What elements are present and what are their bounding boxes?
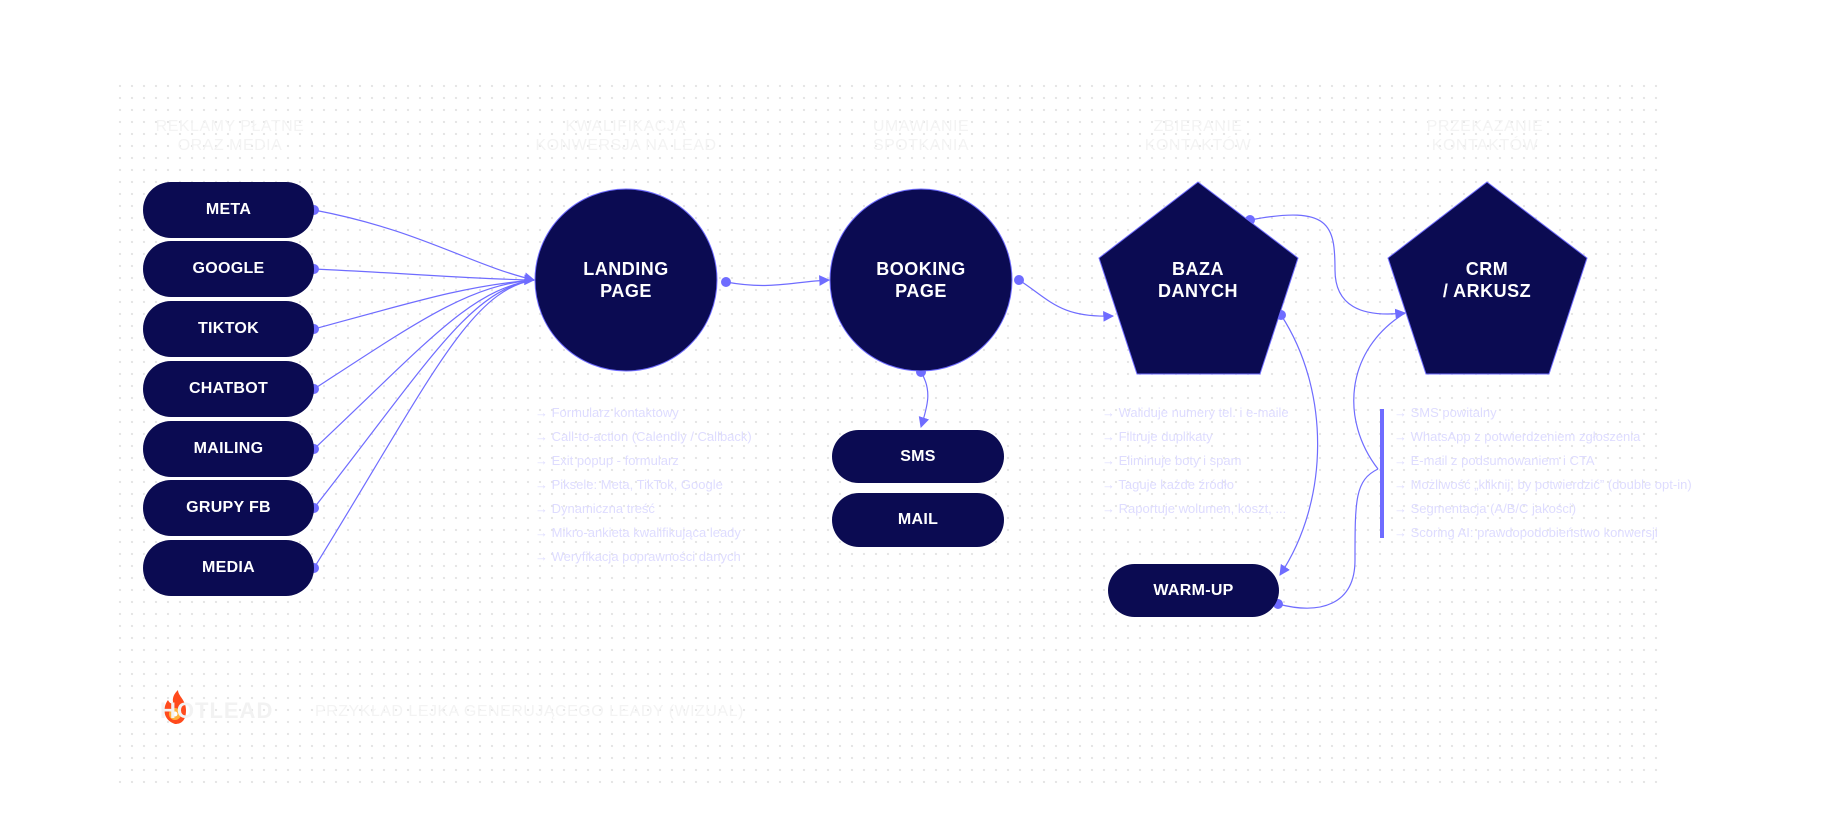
source-tiktok[interactable]: TIKTOK (143, 301, 314, 357)
landing-bullets: → Formularz kontaktowy → Call-to-action … (535, 401, 752, 569)
bullet-item: → Formularz kontaktowy (535, 405, 679, 420)
header-database: ZBIERANIE KONTAKTÓW (1078, 117, 1318, 155)
bullet-item: → Piksele: Meta, TikTok, Google (535, 477, 723, 492)
mail-node[interactable]: MAIL (832, 493, 1004, 547)
header-landing: KWALIFIKACJA KONWERSJA NA LEAD (506, 117, 746, 155)
header-line: PRZEKAZANIE (1426, 118, 1544, 135)
bullet-item: → E-mail z podsumowaniem i CTA (1394, 453, 1595, 468)
node-label-line: LANDING (583, 259, 669, 279)
connector-tiktok (313, 279, 535, 330)
connector-warmup-crm (1277, 468, 1379, 609)
bullet-item: → Eliminuje boty i spam (1102, 453, 1242, 468)
header-line: KONTAKTÓW (1431, 137, 1539, 154)
header-sources: REKLAMY PŁATNE ORAZ MEDIA (110, 117, 350, 155)
source-media[interactable]: MEDIA (143, 540, 314, 596)
bullet-item: → Weryfikacja poprawności danych (535, 549, 741, 564)
header-line: UMAWIANIE (872, 118, 970, 135)
source-mailing[interactable]: MAILING (143, 421, 314, 477)
bullet-item: → Dynamiczna treść (535, 501, 655, 516)
node-label-line: DANYCH (1157, 281, 1238, 301)
connector-chatbot (313, 279, 535, 390)
connector-mailing (313, 279, 535, 450)
connectors (313, 209, 1407, 609)
node-label-line: / ARKUSZ (1442, 281, 1532, 301)
header-line: KWALIFIKACJA (565, 118, 687, 135)
bullet-item: → Możliwość „kliknij, by potwierdzić” (d… (1394, 477, 1692, 492)
header-line: KONTAKTÓW (1144, 137, 1252, 154)
source-meta[interactable]: META (143, 182, 314, 238)
connector-bar-crm (1353, 312, 1406, 470)
header-booking: UMAWIANIE SPOTKANIA (801, 117, 1041, 155)
crm-bullets: → SMS powitalny → WhatsApp z potwierdzen… (1394, 401, 1692, 545)
bullet-item: → Waliduje numery tel. i e-maile (1102, 405, 1289, 420)
sms-node[interactable]: SMS (832, 430, 1004, 483)
connector-database-warmup (1279, 314, 1319, 576)
landing-page-node-shape (534, 188, 718, 372)
header-line: KONWERSJA NA LEAD (535, 137, 717, 154)
bullet-item: → Segmentacja (A/B/C jakości) (1394, 501, 1577, 516)
source-grupy-fb[interactable]: GRUPY FB (143, 480, 314, 536)
connector-meta (313, 209, 536, 284)
node-label-line: CRM (1465, 259, 1509, 279)
connector-media (313, 279, 535, 569)
database-bullets: → Waliduje numery tel. i e-maile → Filtr… (1102, 401, 1289, 521)
bullet-item: → Taguje każde źródło (1102, 477, 1235, 492)
connector-booking-sms (918, 371, 930, 429)
bullet-item: → SMS powitalny (1394, 405, 1497, 420)
source-chatbot[interactable]: CHATBOT (143, 361, 314, 417)
header-line: SPOTKANIA (872, 137, 970, 154)
connector-google (313, 268, 536, 286)
crm-bullets-bar (1380, 409, 1384, 538)
header-crm: PRZEKAZANIE KONTAKTÓW (1365, 117, 1605, 155)
connector-booking-database (1018, 279, 1115, 322)
node-label-line: BAZA (1172, 259, 1224, 279)
footer-caption: PRZYKŁAD LEJKA GENERUJĄCEGO LEADY (WIZUA… (315, 703, 744, 720)
database-node-shape (1098, 181, 1299, 375)
header-line: ORAZ MEDIA (177, 137, 283, 154)
node-label-line: BOOKING (876, 259, 966, 279)
flame-logo-icon (164, 690, 186, 724)
header-line: ZBIERANIE (1153, 118, 1243, 135)
crm-node[interactable]: CRM/ ARKUSZ (1387, 258, 1587, 302)
connector-database-crm (1249, 214, 1407, 320)
node-label-line: PAGE (895, 281, 947, 301)
warmup-node[interactable]: WARM-UP (1108, 564, 1279, 617)
bullet-item: → Mikro-ankieta kwalifikująca leady (535, 525, 741, 540)
source-google[interactable]: GOOGLE (143, 241, 314, 297)
header-line: REKLAMY PŁATNE (155, 118, 305, 135)
bullet-item: → WhatsApp z potwierdzeniem zgłoszenia (1394, 429, 1641, 444)
bullet-item: → Raportuje wolumen, koszt, ... (1102, 501, 1287, 516)
connector-landing-booking (725, 275, 831, 287)
bullet-item: → Filtruje duplikaty (1102, 429, 1213, 444)
booking-page-node-shape (829, 188, 1013, 372)
bullet-item: → Exit popup - formularz (535, 453, 679, 468)
connector-grupyfb (313, 279, 535, 509)
bullet-item: → Call-to-action (Calendly / Callback) (535, 429, 752, 444)
bullet-item: → Scoring AI: prawdopodobieństwo konwers… (1394, 525, 1658, 540)
crm-node-shape (1387, 181, 1588, 375)
hotlead-logo: HOTLEAD (160, 698, 274, 723)
node-label-line: PAGE (600, 281, 652, 301)
